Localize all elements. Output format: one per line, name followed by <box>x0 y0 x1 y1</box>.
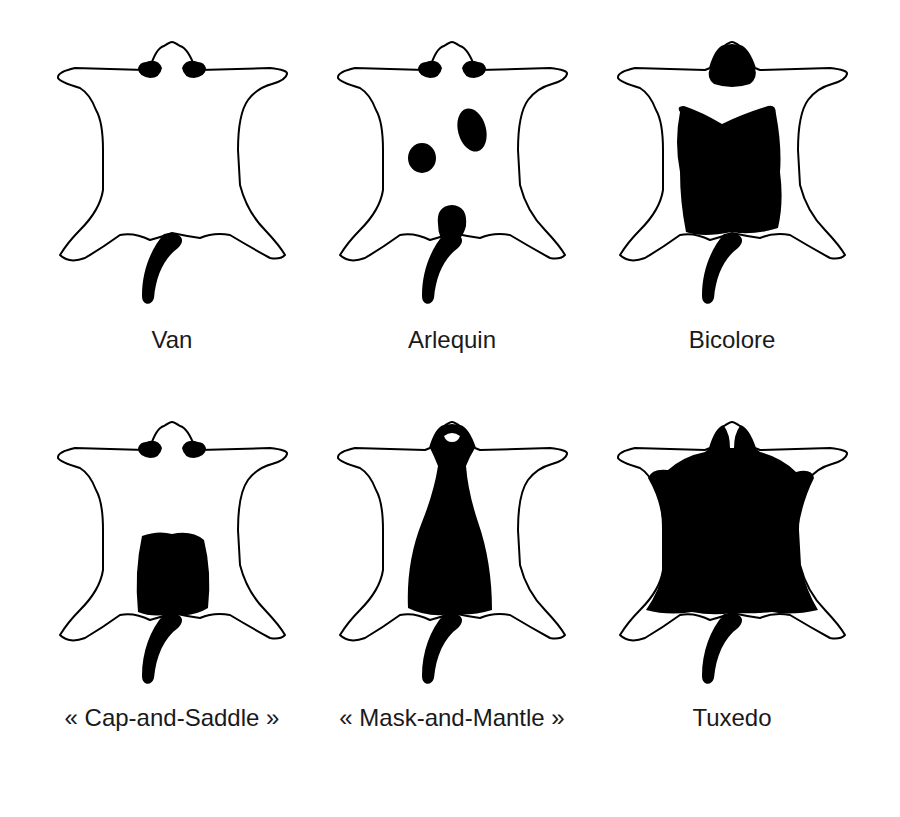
tuxedo-pelt <box>618 422 847 684</box>
arlequin-pelt <box>338 42 567 304</box>
pattern-label: Arlequin <box>408 326 496 355</box>
bicolore-pelt <box>618 42 847 304</box>
mask-and-mantle-pelt <box>338 422 567 684</box>
pattern-label: Van <box>152 326 193 355</box>
pattern-label: « Mask-and-Mantle » <box>339 704 564 733</box>
van-pelt <box>58 42 287 304</box>
pattern-label: « Cap-and-Saddle » <box>65 704 280 733</box>
pattern-label: Bicolore <box>689 326 776 355</box>
pattern-label: Tuxedo <box>692 704 771 733</box>
cap-and-saddle-pelt <box>58 422 287 684</box>
